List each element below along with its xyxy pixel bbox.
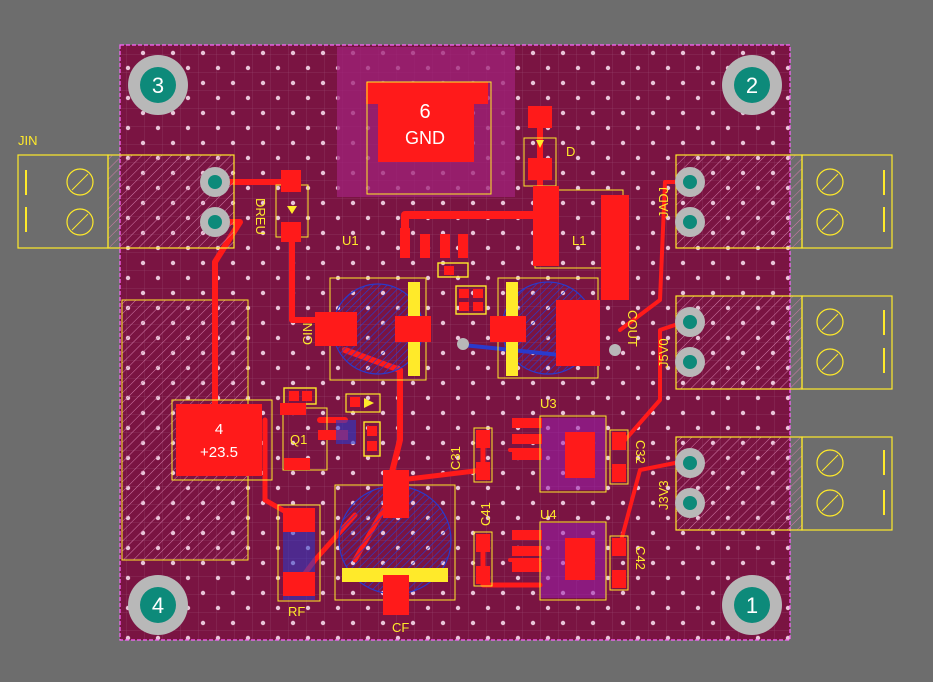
mounting-hole-2: 2: [722, 55, 782, 115]
dreu-label: DREU: [253, 198, 268, 235]
capacitor-cout[interactable]: [490, 277, 621, 379]
rf-label: RF: [288, 604, 305, 619]
inductor-l1[interactable]: [533, 186, 629, 300]
connector-j5v0[interactable]: [675, 295, 893, 390]
mounting-hole-1: 1: [722, 575, 782, 635]
connector-jin[interactable]: [17, 154, 235, 249]
gnd-pad[interactable]: 6 GND: [366, 81, 492, 195]
cout-label: COUT: [625, 310, 640, 347]
jin-label: JIN: [18, 133, 38, 148]
capacitor-c32[interactable]: [609, 429, 629, 485]
capacitor-cin[interactable]: [315, 277, 431, 381]
gnd-pad-number: 6: [419, 101, 430, 123]
vin-pad-net: +23.5: [200, 444, 238, 461]
cin-label: CIN: [300, 323, 315, 345]
hole-number-label: 2: [746, 73, 758, 98]
u1-label: U1: [342, 233, 359, 248]
c31-label: C31: [448, 446, 463, 470]
capacitor-c41[interactable]: [473, 531, 493, 587]
mounting-hole-3: 3: [128, 55, 188, 115]
connector-j3v3[interactable]: [675, 436, 893, 531]
diode-d[interactable]: [523, 106, 557, 187]
c42-label: C42: [633, 546, 648, 570]
hole-number-label: 1: [746, 593, 758, 618]
j3v3-label: J3V3: [656, 480, 671, 510]
led-dreu[interactable]: [275, 170, 309, 242]
cf-label: CF: [392, 620, 409, 635]
q1-label: Q1: [290, 432, 307, 447]
mounting-hole-4: 4: [128, 575, 188, 635]
u3-label: U3: [540, 396, 557, 411]
c32-label: C32: [633, 440, 648, 464]
capacitor-small-center[interactable]: [455, 285, 487, 350]
input-power-pad[interactable]: 4 +23.5: [171, 399, 273, 481]
u4-label: U4: [540, 507, 557, 522]
small-parts-near-q1[interactable]: [336, 393, 381, 457]
capacitor-c42[interactable]: [609, 535, 629, 591]
connector-jadj[interactable]: [675, 154, 893, 249]
jadj-label: JADJ: [656, 187, 671, 218]
gnd-pad-net: GND: [405, 128, 445, 148]
ic-u3[interactable]: [512, 415, 607, 493]
c41-label: C41: [478, 502, 493, 526]
hole-number-label: 4: [152, 593, 164, 618]
transistor-q1[interactable]: [280, 387, 348, 471]
capacitor-c31[interactable]: [473, 427, 493, 483]
vin-pad-number: 4: [215, 421, 223, 438]
hole-number-label: 3: [152, 73, 164, 98]
l1-label: L1: [572, 233, 586, 248]
j5v0-label: J5V0: [656, 338, 671, 368]
capacitor-cf[interactable]: [334, 470, 456, 615]
ic-u4[interactable]: [512, 521, 607, 601]
ic-u1[interactable]: [400, 228, 469, 278]
resistor-rf[interactable]: [277, 504, 321, 602]
d-label: D: [566, 144, 575, 159]
